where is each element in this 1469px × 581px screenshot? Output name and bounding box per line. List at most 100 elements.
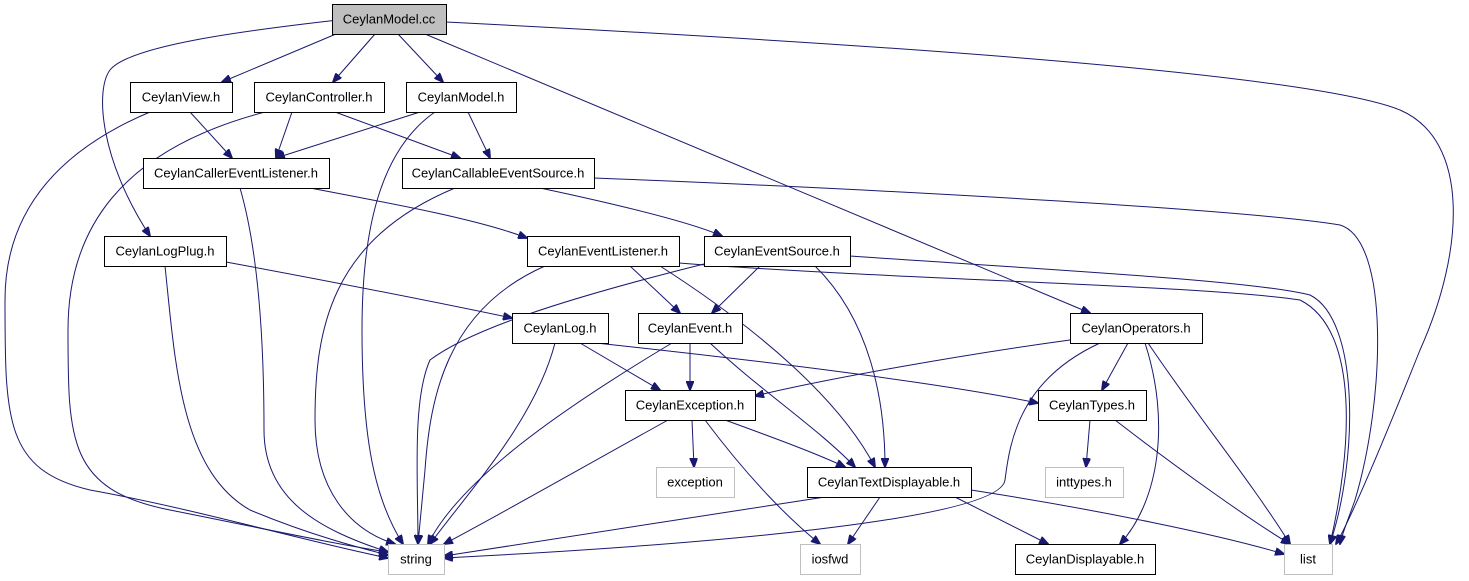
node-event-listener-h[interactable]: CeylanEventListener.h [527,236,680,267]
edges-layer [4,19,1454,558]
node-operators-h[interactable]: CeylanOperators.h [1070,313,1203,344]
edge-exception_h-to-exception [692,419,694,467]
node-label: iosfwd [812,552,849,567]
edge-operators_h-to-string [444,342,1101,558]
edge-exception_h-to-string [444,419,669,544]
edge-operators_h-to-exception_h [755,339,1071,396]
edge-model_cc-to-view_h [222,33,337,82]
node-label: CeylanEventListener.h [538,244,668,259]
node-caller-listener-h[interactable]: CeylanCallerEventListener.h [143,158,330,189]
node-label: inttypes.h [1056,475,1112,490]
edge-exception_h-to-iosfwd [704,419,820,544]
edge-log_h-to-string [430,342,556,544]
edge-model_cc-to-controller_h [333,33,376,82]
node-label: CeylanView.h [142,90,221,105]
node-box [807,467,972,498]
node-label: CeylanController.h [266,90,373,105]
edge-event_listener_h-to-string [418,265,546,544]
node-box [704,236,851,267]
edge-operators_h-to-displayable_h [1120,342,1160,544]
node-box [104,236,227,267]
node-label: CeylanLogPlug.h [115,244,214,259]
edge-callable_source_h-to-event_source_h [539,187,722,236]
node-list: list [1284,544,1333,575]
node-box [1284,544,1333,575]
node-label: CeylanModel.cc [343,12,436,27]
node-label: CeylanCallerEventListener.h [154,166,318,181]
edge-operators_h-to-types_h [1102,342,1129,390]
edge-text_displayable_h-to-iosfwd [848,496,881,544]
node-box [143,158,330,189]
edge-event_h-to-string [428,342,673,544]
edge-callable_source_h-to-string [314,187,456,544]
node-exception: exception [656,467,735,498]
edge-controller_h-to-callable_source_h [334,111,460,158]
node-box [527,236,680,267]
edge-logplug_h-to-log_h [225,261,512,318]
node-label: CeylanTextDisplayable.h [818,475,960,490]
edge-text_displayable_h-to-string [444,496,826,556]
node-view-h[interactable]: CeylanView.h [130,82,233,113]
node-iosfwd: iosfwd [800,544,861,575]
edge-model_cc-to-list [445,21,1454,544]
node-label: CeylanLog.h [524,321,597,336]
node-box [638,313,743,344]
edge-caller_listener_h-to-event_listener_h [309,187,527,238]
node-log-h[interactable]: CeylanLog.h [512,313,609,344]
edge-text_displayable_h-to-displayable_h [954,496,1048,544]
node-callable-source-h[interactable]: CeylanCallableEventSource.h [402,158,595,189]
node-label: CeylanEvent.h [648,321,733,336]
node-text-displayable-h[interactable]: CeylanTextDisplayable.h [807,467,972,498]
node-box [254,82,385,113]
node-label: exception [667,475,723,490]
edge-event_source_h-to-event_h [712,265,761,313]
edge-callable_source_h-to-list [593,177,1379,544]
edge-event_source_h-to-list [849,255,1351,544]
edge-event_h-to-text_displayable_h [709,342,855,467]
edge-controller_h-to-string [67,111,388,552]
node-box [656,467,735,498]
node-label: string [400,552,432,567]
edge-model_h-to-callable_source_h [467,111,490,158]
edge-caller_listener_h-to-string [239,187,388,552]
node-string: string [388,544,445,575]
edge-log_h-to-exception_h [579,342,660,390]
node-label: CeylanCallableEventSource.h [412,166,585,181]
edge-event_source_h-to-string [417,263,705,544]
node-label: CeylanTypes.h [1049,398,1135,413]
edge-exception_h-to-text_displayable_h [724,419,845,467]
edge-event_listener_h-to-list [678,262,1347,544]
node-box [1045,467,1124,498]
node-event-h[interactable]: CeylanEvent.h [638,313,743,344]
node-logplug-h[interactable]: CeylanLogPlug.h [104,236,227,267]
node-label: CeylanModel.h [418,90,505,105]
node-exception-h[interactable]: CeylanException.h [625,390,756,421]
node-event-source-h[interactable]: CeylanEventSource.h [704,236,851,267]
edge-event_source_h-to-text_displayable_h [814,265,885,467]
node-box [130,82,233,113]
node-box [1038,390,1147,421]
edge-model_cc-to-logplug_h [102,19,339,236]
edge-types_h-to-inttypes_h [1086,419,1090,467]
node-box [402,158,595,189]
node-box [332,4,447,35]
node-label: CeylanEventSource.h [714,244,840,259]
node-controller-h[interactable]: CeylanController.h [254,82,385,113]
node-box [512,313,609,344]
node-box [1070,313,1203,344]
edge-event_listener_h-to-event_h [629,265,680,313]
node-label: CeylanOperators.h [1081,321,1190,336]
node-box [406,82,517,113]
node-displayable-h[interactable]: CeylanDisplayable.h [1015,544,1156,575]
node-types-h[interactable]: CeylanTypes.h [1038,390,1147,421]
node-label: list [1300,552,1316,567]
node-model-cc[interactable]: CeylanModel.cc [332,4,447,35]
node-box [1015,544,1156,575]
node-inttypes-h: inttypes.h [1045,467,1124,498]
edge-model_cc-to-operators_h [424,33,1090,313]
edge-logplug_h-to-string [164,265,388,555]
edge-controller_h-to-caller_listener_h [276,111,293,158]
node-model-h[interactable]: CeylanModel.h [406,82,517,113]
